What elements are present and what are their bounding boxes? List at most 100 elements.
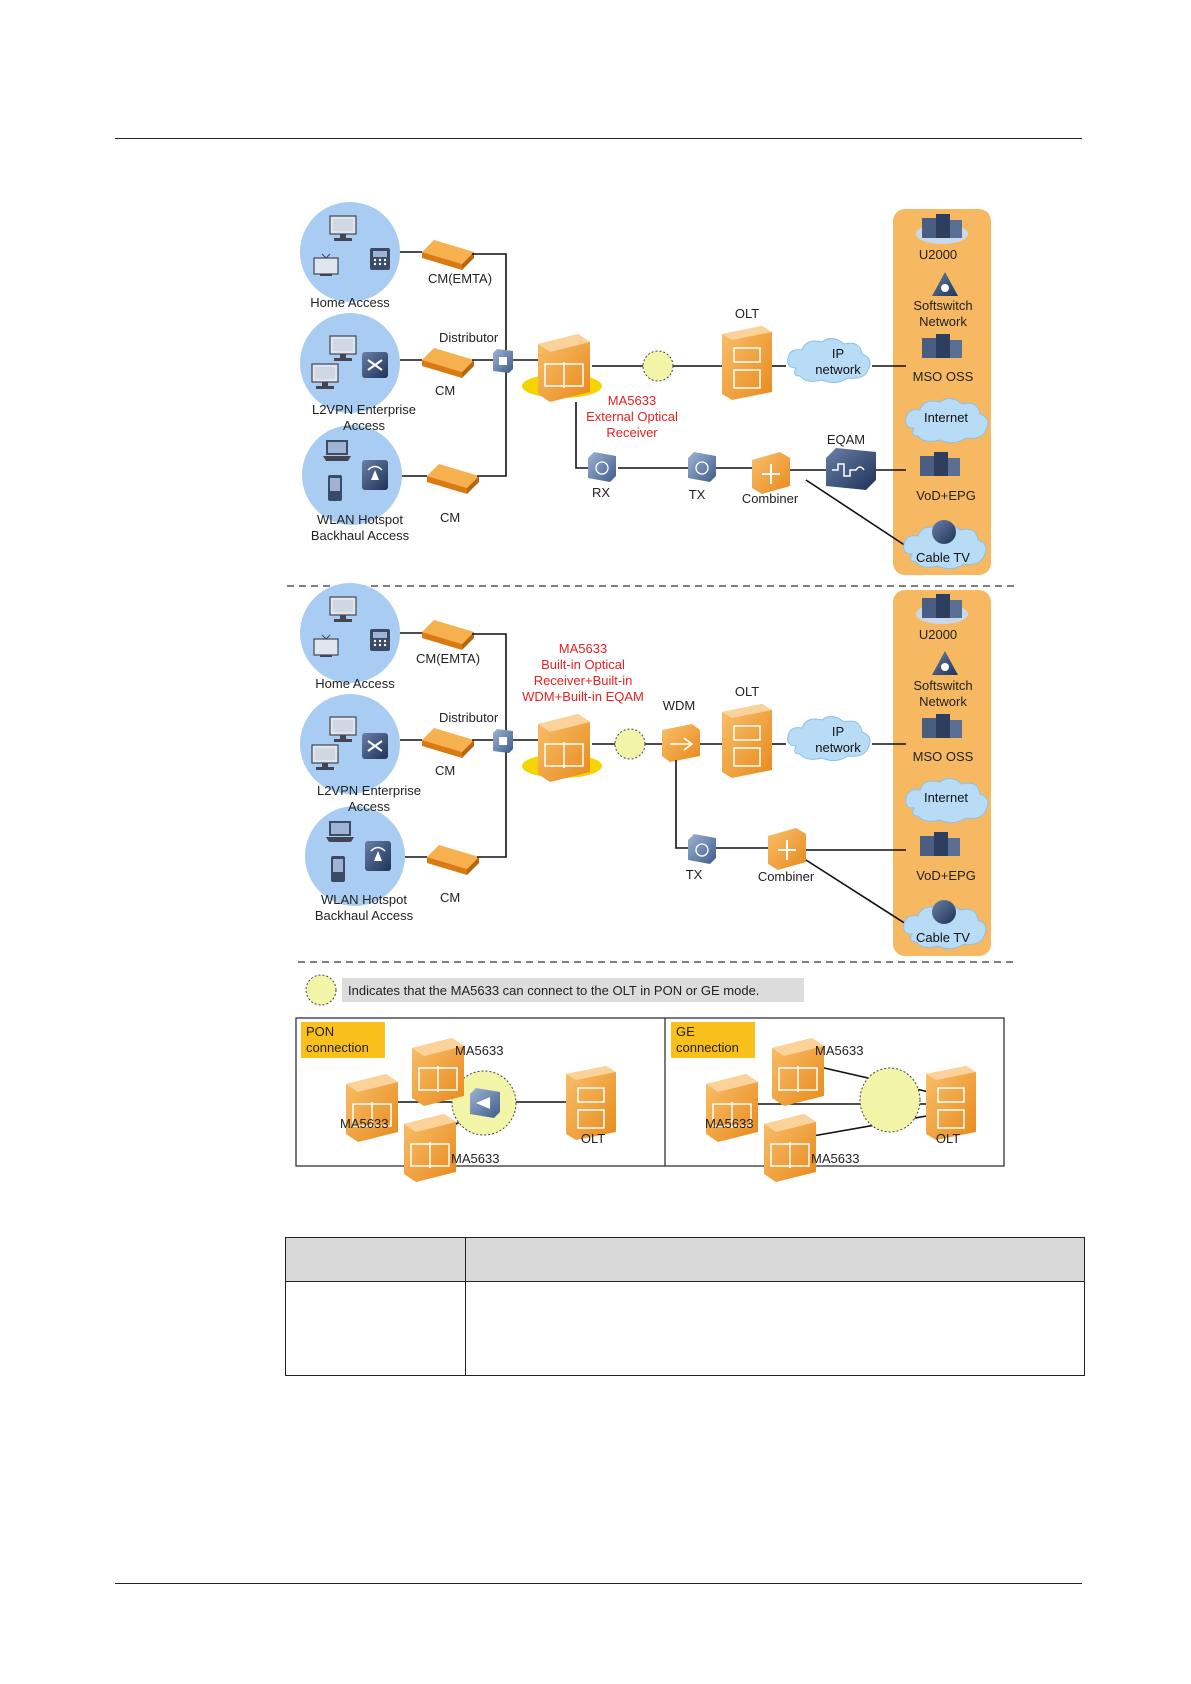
ma5633-label: MA5633 bbox=[608, 393, 656, 408]
ma5633-label: MA5633 bbox=[340, 1116, 388, 1131]
rx-label: RX bbox=[592, 485, 610, 500]
ma5633-device bbox=[403, 1113, 457, 1183]
legend-indicator bbox=[305, 974, 337, 1006]
cm-modem bbox=[422, 728, 474, 758]
ip-network-label: IP bbox=[832, 346, 844, 361]
ma5633-device bbox=[537, 333, 591, 403]
cable-tv-label: Cable TV bbox=[916, 930, 970, 945]
vod-label: VoD+EPG bbox=[916, 868, 976, 883]
client-label: Access bbox=[343, 418, 385, 433]
ma5633-label: MA5633 bbox=[451, 1151, 499, 1166]
legend-box bbox=[342, 978, 804, 1002]
combiner-label: Combiner bbox=[758, 869, 815, 884]
table-header-cell bbox=[285, 1237, 466, 1282]
tx-label: TX bbox=[686, 867, 703, 882]
combiner-label: Combiner bbox=[742, 491, 799, 506]
mso-oss-label: MSO OSS bbox=[913, 749, 974, 764]
distributor-label: Distributor bbox=[439, 710, 499, 725]
info-table bbox=[285, 1237, 1085, 1376]
u2000-label: U2000 bbox=[919, 627, 957, 642]
header-rule bbox=[115, 138, 1082, 139]
ma5633-device bbox=[705, 1073, 759, 1143]
olt-label: OLT bbox=[936, 1131, 960, 1146]
top-diagram: Home Access L2VPN Enterprise Access WLAN… bbox=[300, 202, 991, 575]
pon-ge-indicator bbox=[614, 728, 646, 760]
cm-modem bbox=[422, 348, 474, 378]
pon-badge bbox=[301, 1022, 385, 1058]
cm-label: CM bbox=[440, 510, 460, 525]
ma5633-device bbox=[763, 1113, 817, 1183]
olt-device bbox=[565, 1065, 617, 1141]
client-label: L2VPN Enterprise bbox=[312, 402, 416, 417]
ma5633-label: MA5633 bbox=[705, 1116, 753, 1131]
client-label: Home Access bbox=[310, 295, 390, 310]
ge-link-area bbox=[859, 1067, 921, 1133]
wdm-label: WDM bbox=[663, 698, 696, 713]
client-label: WLAN Hotspot bbox=[321, 892, 407, 907]
cable-tv-label: Cable TV bbox=[916, 550, 970, 565]
tx-label: TX bbox=[689, 487, 706, 502]
ge-badge bbox=[671, 1022, 755, 1058]
connection-modes: PON connection MA5633 MA5633 MA5633 OLT … bbox=[295, 1017, 1005, 1183]
eqam-label: EQAM bbox=[827, 432, 865, 447]
ma5633-label: External Optical bbox=[586, 409, 678, 424]
legend-text: Indicates that the MA5633 can connect to… bbox=[348, 983, 759, 998]
softswitch-label: Network bbox=[919, 314, 967, 329]
mso-oss-label: MSO OSS bbox=[913, 369, 974, 384]
softswitch-icon bbox=[932, 651, 958, 675]
cm-label: CM bbox=[440, 890, 460, 905]
tx-device bbox=[687, 833, 717, 865]
table-header-row bbox=[285, 1237, 1085, 1282]
client-label: Backhaul Access bbox=[311, 528, 410, 543]
olt-label: OLT bbox=[735, 306, 759, 321]
table-header-cell bbox=[465, 1237, 1085, 1282]
ip-network-label: IP bbox=[832, 724, 844, 739]
client-label: Home Access bbox=[315, 676, 395, 691]
softswitch-label: Softswitch bbox=[913, 678, 972, 693]
ma5633-label: Receiver+Built-in bbox=[534, 673, 633, 688]
service-panel bbox=[893, 590, 991, 956]
eqam-device bbox=[826, 448, 876, 490]
ma5633-label: MA5633 bbox=[815, 1043, 863, 1058]
service-panel bbox=[893, 209, 991, 575]
combiner-device bbox=[751, 451, 791, 495]
ma5633-label: Receiver bbox=[606, 425, 658, 440]
footer-rule bbox=[115, 1583, 1082, 1584]
pon-ge-indicator bbox=[642, 350, 674, 382]
internet-label: Internet bbox=[924, 790, 968, 805]
distributor bbox=[493, 729, 513, 753]
ip-network-label: network bbox=[815, 740, 861, 755]
pon-badge-label: connection bbox=[306, 1040, 369, 1055]
cm-label: CM(EMTA) bbox=[416, 651, 480, 666]
cm-label: CM(EMTA) bbox=[428, 271, 492, 286]
cm-modem bbox=[422, 620, 474, 650]
middle-diagram: Home Access L2VPN Enterprise Access WLAN… bbox=[300, 583, 991, 956]
internet-label: Internet bbox=[924, 410, 968, 425]
ma5633-device bbox=[345, 1073, 399, 1143]
ip-network-label: network bbox=[815, 362, 861, 377]
olt-label: OLT bbox=[735, 684, 759, 699]
table-cell bbox=[465, 1281, 1085, 1376]
client-label: WLAN Hotspot bbox=[317, 512, 403, 527]
satellite-icon bbox=[932, 520, 956, 544]
distributor bbox=[493, 349, 513, 373]
cm-modem bbox=[427, 464, 479, 494]
vod-label: VoD+EPG bbox=[916, 488, 976, 503]
cm-modem bbox=[422, 240, 474, 270]
olt-device bbox=[721, 325, 773, 401]
client-label: L2VPN Enterprise bbox=[317, 783, 421, 798]
combiner-device bbox=[767, 827, 807, 871]
softswitch-label: Softswitch bbox=[913, 298, 972, 313]
splitter-icon bbox=[470, 1088, 500, 1118]
table-row bbox=[285, 1281, 1085, 1376]
softswitch-label: Network bbox=[919, 694, 967, 709]
ma5633-label: WDM+Built-in EQAM bbox=[522, 689, 644, 704]
pon-badge-label: PON bbox=[306, 1024, 334, 1039]
tx-device bbox=[687, 451, 717, 483]
ma5633-label: Built-in Optical bbox=[541, 657, 625, 672]
softswitch-icon bbox=[932, 272, 958, 296]
cm-modem bbox=[427, 845, 479, 875]
satellite-icon bbox=[932, 900, 956, 924]
rx-device bbox=[587, 451, 617, 483]
